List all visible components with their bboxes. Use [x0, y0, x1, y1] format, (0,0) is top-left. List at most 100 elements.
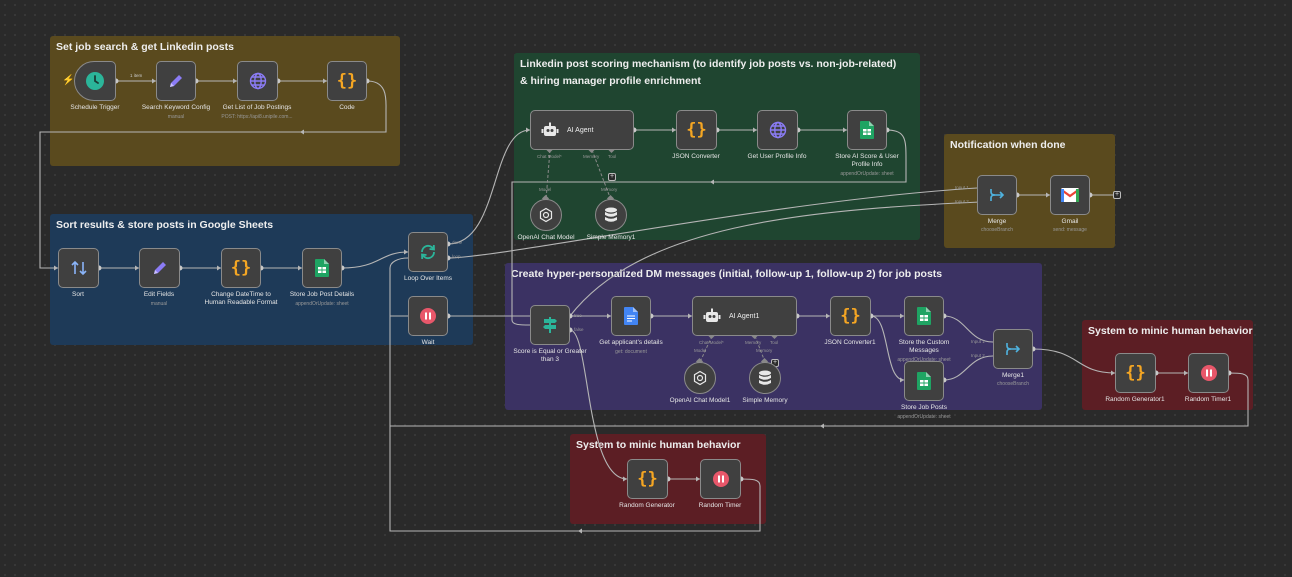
json-converter-node[interactable]: {}: [676, 110, 717, 150]
output-label-false: false: [574, 327, 584, 332]
node-label: Merge: [987, 218, 1007, 225]
loop-over-items-node[interactable]: [408, 232, 448, 272]
code-braces-icon: {}: [1125, 363, 1146, 383]
node-label: Simple Memory1: [586, 234, 636, 241]
gmail-node[interactable]: [1050, 175, 1090, 215]
random-generator-node[interactable]: {}: [627, 459, 668, 499]
edit-fields-node[interactable]: [139, 248, 180, 288]
google-sheets-icon: [315, 259, 329, 277]
random-timer1-node[interactable]: [1188, 353, 1229, 393]
code-braces-icon: {}: [230, 258, 252, 278]
get-job-postings-node[interactable]: [237, 61, 278, 101]
node-label: JSON Converter1: [824, 339, 876, 346]
port-label: Chat Model*: [537, 154, 562, 159]
merge-node[interactable]: [977, 175, 1017, 215]
port-label: Model: [539, 187, 552, 192]
get-applicant-details-node[interactable]: [611, 296, 651, 336]
port-label: Chat Model*: [699, 340, 724, 345]
node-subtitle: manual: [167, 114, 185, 120]
ai-agent1-node[interactable]: AI Agent1: [692, 296, 797, 336]
simple-memory1-node[interactable]: [595, 199, 627, 231]
merge-icon: [990, 189, 1005, 201]
openai-icon: [693, 370, 707, 386]
sort-node[interactable]: [58, 248, 99, 288]
group-set-job-search[interactable]: Set job search & get Linkedin posts: [50, 36, 400, 166]
globe-icon: [249, 72, 266, 90]
node-label: Wait: [421, 339, 435, 346]
add-node-button[interactable]: +: [1113, 191, 1121, 199]
search-keyword-config-node[interactable]: [156, 61, 196, 101]
node-label: Random Timer1: [1184, 396, 1232, 403]
node-subtitle: chooseBranch: [997, 381, 1029, 387]
store-job-post-details-node[interactable]: [302, 248, 342, 288]
pencil-icon: [170, 75, 182, 87]
change-datetime-node[interactable]: {}: [221, 248, 261, 288]
code-braces-icon: {}: [686, 120, 707, 140]
openai-chat-model1-node[interactable]: [684, 362, 716, 394]
globe-icon: [769, 121, 786, 139]
random-timer-node[interactable]: [700, 459, 741, 499]
code-braces-icon: {}: [336, 71, 358, 91]
node-label: OpenAI Chat Model: [517, 234, 575, 241]
edge-label-1-item: 1 item: [130, 73, 143, 78]
sort-arrows-icon: [70, 260, 87, 276]
node-subtitle: appendOrUpdate: sheet: [840, 171, 894, 177]
output-label-loop: loop: [452, 254, 461, 259]
agent-label: AI Agent: [567, 126, 594, 134]
google-sheets-icon: [917, 372, 931, 390]
gmail-icon: [1061, 188, 1079, 202]
node-subtitle: POST: https://api8.unipile.com...: [221, 114, 293, 120]
schedule-trigger-node[interactable]: [74, 61, 116, 101]
add-tool-button[interactable]: +: [608, 173, 616, 181]
database-icon: [759, 370, 771, 385]
group-title: Create hyper-personalized DM messages (i…: [511, 268, 943, 280]
node-label: Get List of Job Postings: [222, 104, 292, 111]
node-subtitle: appendOrUpdate: sheet: [295, 301, 349, 307]
node-label: Sort: [72, 291, 84, 298]
store-custom-messages-node[interactable]: [904, 296, 944, 336]
get-user-profile-node[interactable]: [757, 110, 798, 150]
port-label: Memory: [601, 187, 618, 192]
node-label: Store Job Post Details: [289, 291, 355, 298]
node-label: Schedule Trigger: [70, 104, 120, 111]
robot-icon: [541, 122, 559, 136]
simple-memory-node[interactable]: [749, 362, 781, 394]
clock-icon: [86, 72, 104, 90]
merge1-node[interactable]: [993, 329, 1033, 369]
node-label: Search Keyword Config: [141, 104, 211, 111]
google-sheets-icon: [917, 307, 931, 325]
port-label: Tool: [770, 340, 779, 345]
code-node[interactable]: {}: [327, 61, 367, 101]
node-subtitle: get: document: [615, 349, 647, 355]
port-label: Input 2: [955, 199, 969, 204]
robot-icon: [703, 308, 721, 322]
store-ai-score-node[interactable]: [847, 110, 887, 150]
json-converter1-node[interactable]: {}: [830, 296, 871, 336]
score-filter-node[interactable]: [530, 305, 570, 345]
node-label: Store Job Posts: [901, 404, 947, 411]
node-label: OpenAI Chat Model1: [669, 397, 731, 404]
random-generator1-node[interactable]: {}: [1115, 353, 1156, 393]
ai-agent-node[interactable]: AI Agent: [530, 110, 634, 150]
node-label: Get User Profile Info: [747, 153, 807, 160]
code-braces-icon: {}: [637, 469, 658, 489]
node-subtitle: appendOrUpdate: sheet: [897, 357, 951, 363]
store-job-posts-node[interactable]: [904, 361, 944, 401]
node-label: JSON Converter: [672, 153, 720, 160]
group-title: System to minic human behavior: [576, 439, 741, 451]
node-label: Random Timer: [698, 502, 742, 509]
pencil-icon: [153, 262, 166, 274]
trigger-bolt-icon: ⚡: [62, 75, 75, 86]
port-label: Memory: [583, 154, 600, 159]
port-label: Memory: [756, 348, 773, 353]
pause-icon: [1200, 365, 1217, 381]
node-label: Gmail: [1061, 218, 1079, 225]
openai-chat-model-node[interactable]: [530, 199, 562, 231]
node-label: Random Generator: [619, 502, 675, 509]
wait-node[interactable]: [408, 296, 448, 336]
group-title: Notification when done: [950, 139, 1066, 151]
group-title: Sort results & store posts in Google She…: [56, 219, 274, 231]
node-label: Edit Fields: [143, 291, 175, 298]
